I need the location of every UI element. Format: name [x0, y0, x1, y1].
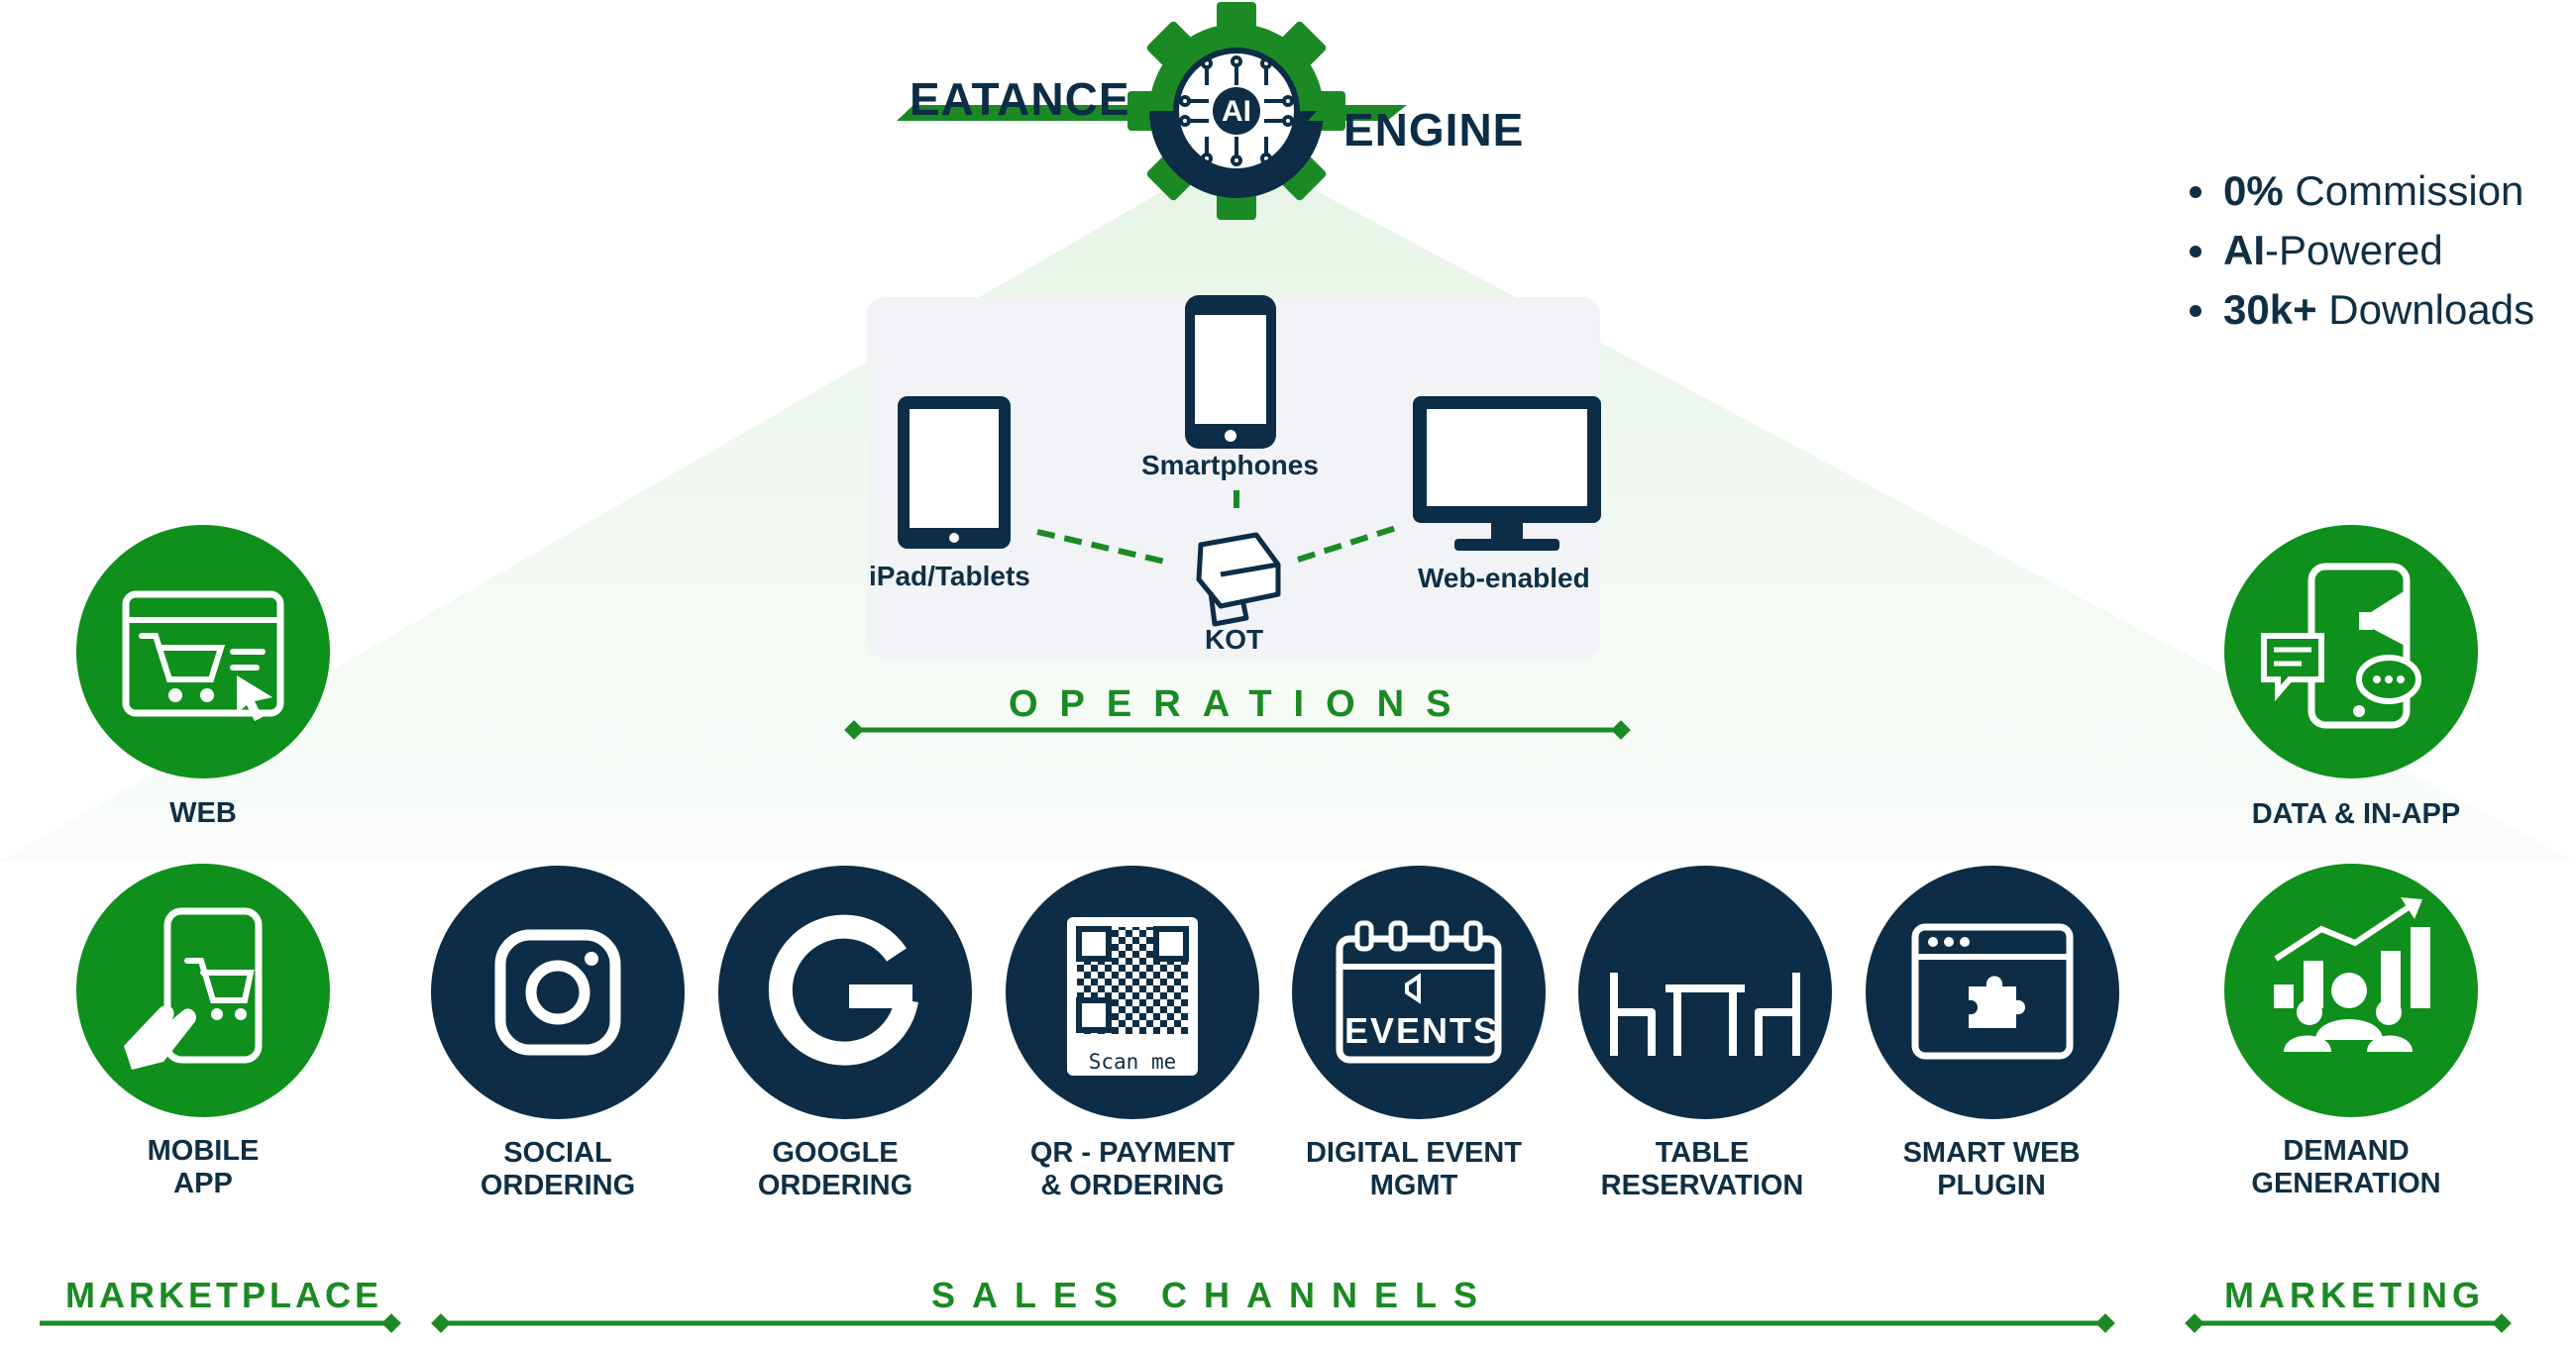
label-line: QR - PAYMENT [1029, 1137, 1235, 1169]
instagram-icon [431, 866, 685, 1119]
kot-label: KOT [1205, 624, 1264, 655]
highlight-item: 30k+ Downloads [2190, 280, 2534, 340]
smartphone-icon [1185, 295, 1276, 449]
sales-channels-rule [431, 1313, 2115, 1333]
web-cart-icon [76, 525, 330, 778]
google-icon [718, 866, 972, 1119]
qr-caption: Scan me [1088, 1050, 1177, 1074]
label-line: MGMT [1369, 1170, 1458, 1201]
brand-swoosh-left [897, 105, 1157, 121]
digital-event-label: DIGITAL EVENT MGMT [1265, 1137, 1562, 1202]
browser-plugin-icon [1866, 866, 2119, 1119]
monitor-icon [1413, 396, 1601, 551]
label-line: ORDERING [757, 1170, 913, 1201]
monitor-label: Web-enabled [1418, 563, 1590, 593]
marketing-title: MARKETING [2224, 1275, 2485, 1315]
marketplace-title: MARKETPLACE [65, 1275, 382, 1315]
tablet-icon [898, 396, 1011, 549]
web-label: WEB [169, 797, 237, 829]
marketing-rule [2185, 1313, 2512, 1333]
brand-left-text: EATANCE [910, 73, 1130, 125]
label-line: PLUGIN [1937, 1170, 2046, 1201]
phone-chat-megaphone-icon [2224, 525, 2478, 778]
label-line: RESERVATION [1600, 1170, 1804, 1201]
marketplace-rule [40, 1313, 401, 1333]
demand-generation-label: DEMAND GENERATION [2198, 1135, 2495, 1200]
table-reservation-label: TABLE RESERVATION [1554, 1137, 1851, 1202]
label-line: TABLE [1655, 1137, 1750, 1169]
data-in-app-label: DATA & IN-APP [2251, 798, 2461, 830]
brand-ai-badge: AI [1222, 95, 1251, 128]
events-calendar-icon [1292, 866, 1546, 1119]
brand-right-text: ENGINE [1343, 104, 1525, 155]
qr-code-icon [1006, 866, 1259, 1119]
label-line: APP [173, 1168, 233, 1199]
operations-connectors [1036, 490, 1400, 566]
label-line: & ORDERING [1040, 1170, 1225, 1201]
ai-engine-gear-icon [1127, 2, 1345, 220]
label-line: SOCIAL [503, 1137, 612, 1169]
events-caption: EVENTS [1344, 1010, 1500, 1051]
table-chairs-icon [1578, 866, 1832, 1119]
label-line: DEMAND [2283, 1135, 2410, 1167]
operations-panel [867, 297, 1600, 659]
highlight-item: AI-Powered [2190, 221, 2534, 280]
label-line: SMART WEB [1902, 1137, 2081, 1169]
operations-title: OPERATIONS [1009, 683, 1473, 725]
mobile-cart-icon [76, 864, 330, 1117]
operations-rule [844, 720, 1631, 740]
smartphone-label: Smartphones [1141, 450, 1319, 480]
kot-printer-icon [1196, 532, 1281, 627]
highlight-item: 0% Commission [2190, 161, 2534, 221]
sales-channels-title: SALES CHANNELS [931, 1275, 1495, 1315]
mobile-app-label: MOBILE APP [54, 1135, 352, 1200]
highlights-list: 0% Commission AI-Powered 30k+ Downloads [2190, 161, 2534, 340]
smart-web-plugin-label: SMART WEB PLUGIN [1843, 1137, 2140, 1202]
growth-people-icon [2224, 864, 2478, 1117]
brand-swoosh-right [1308, 105, 1407, 121]
label-line: GOOGLE [772, 1137, 899, 1169]
label-line: ORDERING [480, 1170, 636, 1201]
google-ordering-label: GOOGLE ORDERING [687, 1137, 984, 1202]
social-ordering-label: SOCIAL ORDERING [409, 1137, 706, 1202]
tablet-label: iPad/Tablets [869, 561, 1030, 591]
label-line: DIGITAL EVENT [1305, 1137, 1523, 1169]
qr-payment-label: QR - PAYMENT & ORDERING [984, 1137, 1281, 1202]
label-line: GENERATION [2251, 1168, 2441, 1199]
label-line: MOBILE [147, 1135, 260, 1167]
